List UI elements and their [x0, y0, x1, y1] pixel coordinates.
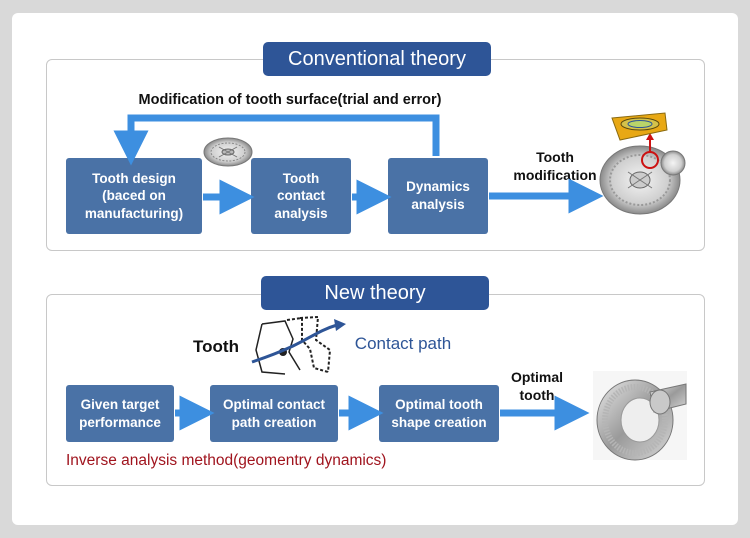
- contact-path-creation-box: Optimal contact path creation: [210, 385, 338, 442]
- tooth-label: Tooth: [193, 337, 239, 356]
- optimal-tooth-label: Optimal tooth: [510, 369, 564, 404]
- tooth-design-box: Tooth design (baced on manufacturing): [66, 158, 202, 234]
- new-theory-title: New theory: [261, 276, 489, 310]
- feedback-label: Modification of tooth surface(trial and …: [138, 92, 442, 108]
- contact-path-sketch: [251, 315, 346, 375]
- target-performance-box: Given target performance: [66, 385, 174, 442]
- contact-path-label: Contact path: [354, 334, 452, 353]
- feedback-loop-arrow: [113, 114, 440, 166]
- dynamics-analysis-box: Dynamics analysis: [388, 158, 488, 234]
- conventional-title: Conventional theory: [263, 42, 491, 76]
- inverse-analysis-label: Inverse analysis method(geomentry dynami…: [66, 452, 387, 469]
- small-gear-illustration: [203, 137, 253, 167]
- optimal-gear-illustration: [593, 371, 687, 461]
- tooth-modification-illustration: [599, 112, 686, 215]
- tooth-shape-creation-box: Optimal tooth shape creation: [379, 385, 499, 442]
- tooth-contact-analysis-box: Tooth contact analysis: [251, 158, 351, 234]
